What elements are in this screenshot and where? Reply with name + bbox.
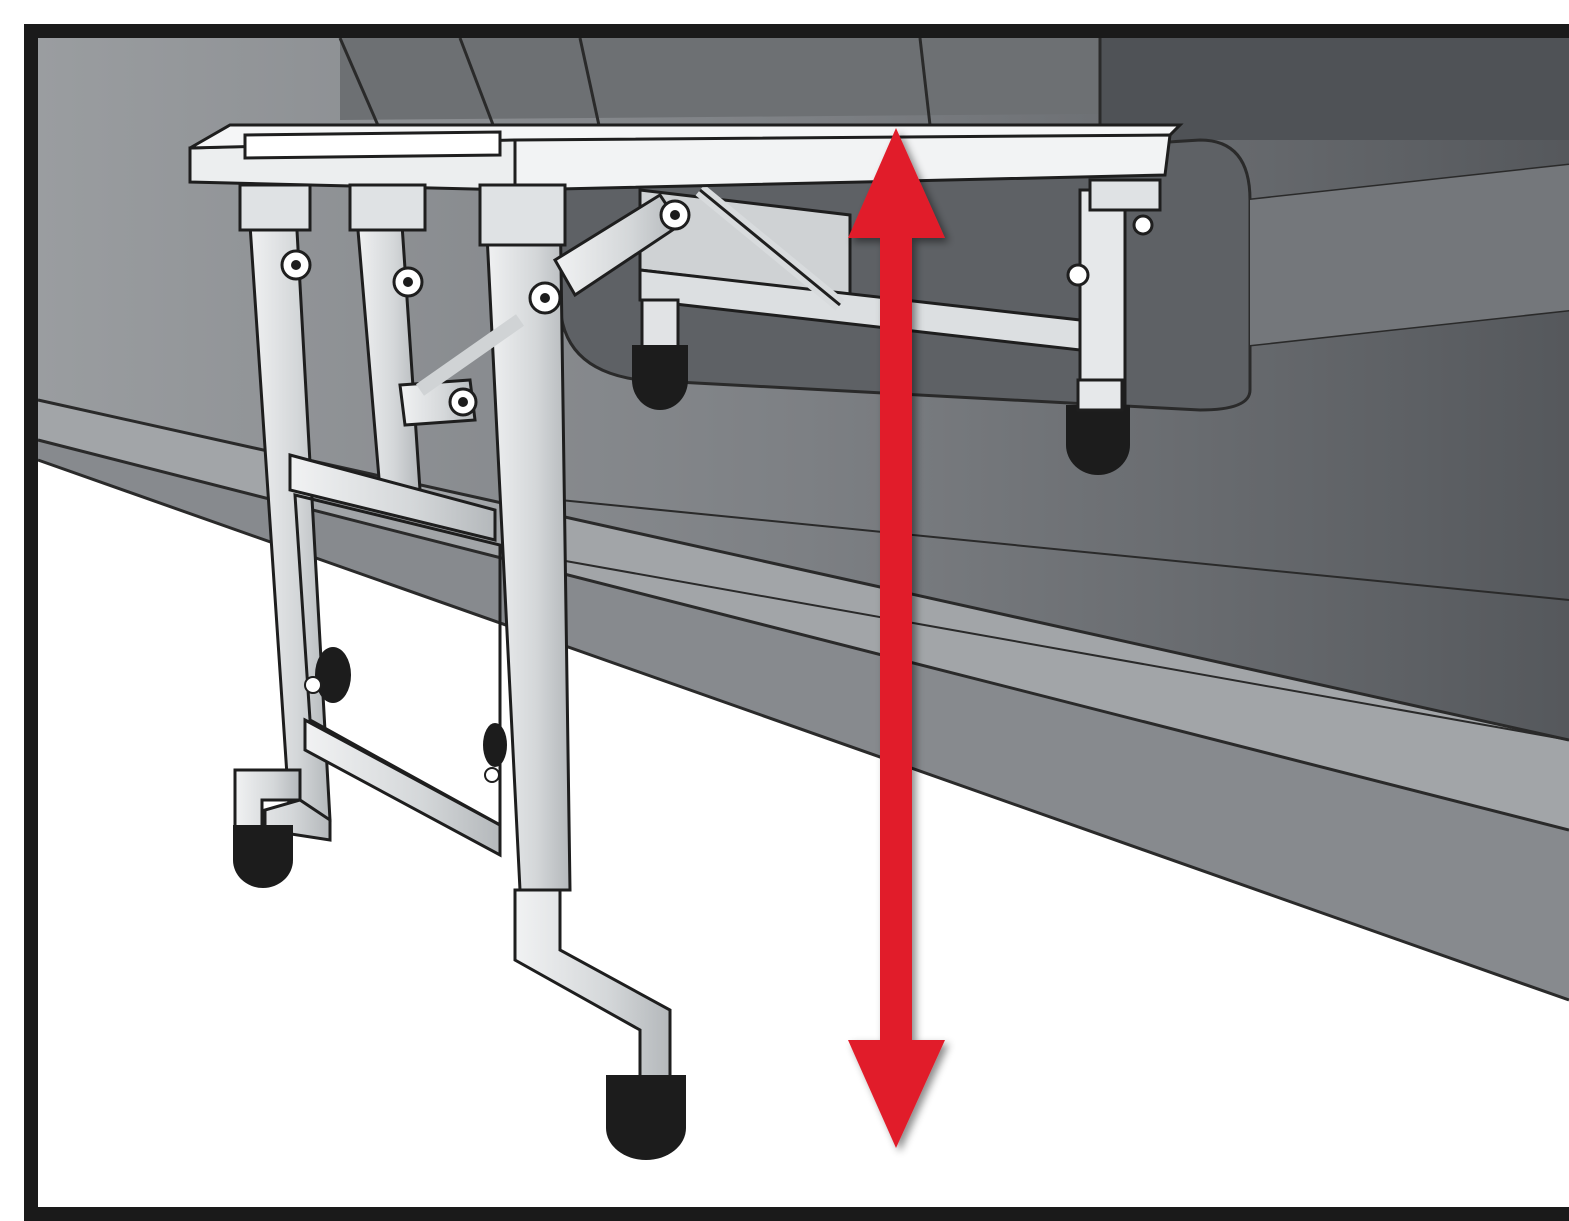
front-leg-frame	[233, 192, 683, 1082]
rear-rubber-feet	[632, 345, 1130, 475]
front-rubber-feet	[233, 825, 686, 1160]
adjustment-knobs	[304, 647, 507, 783]
height-arrow-icon	[848, 128, 945, 1148]
stool-platform	[188, 123, 1184, 247]
illustration-border	[24, 24, 1569, 1221]
hinge-pivot-centers	[291, 210, 680, 407]
